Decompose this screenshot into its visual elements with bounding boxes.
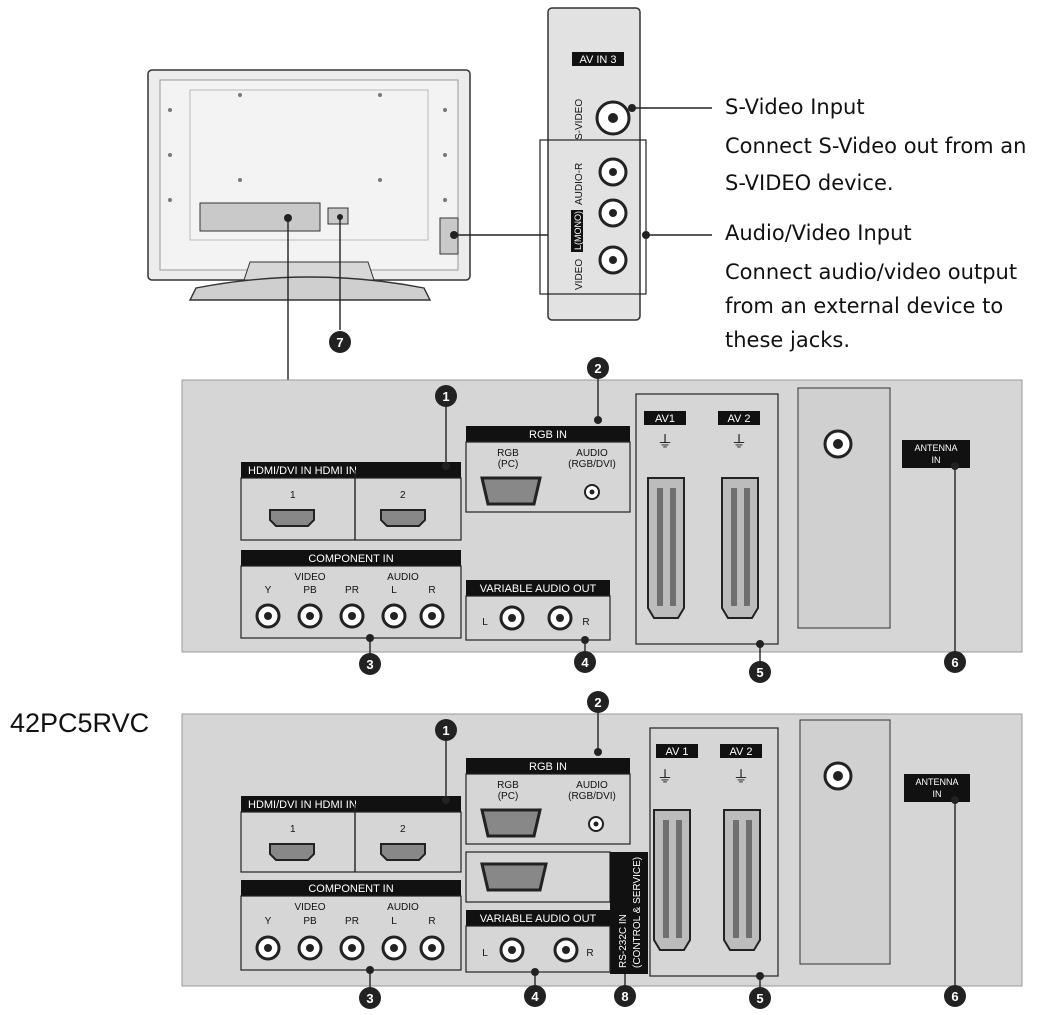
av2-label: AV 2 [727, 413, 750, 425]
callout-number-7: 7 [329, 331, 351, 353]
component-r-label: R [428, 585, 435, 596]
rs232-label-1: RS-232C IN [618, 914, 629, 968]
hdmi-2-label-2: 2 [400, 824, 406, 835]
antenna-label-1: ANTENNA [914, 443, 957, 453]
y-label-2: Y [265, 916, 272, 927]
component-in-label-2: COMPONENT IN [308, 883, 393, 895]
number-3-top: 3 [366, 657, 373, 672]
var-r-label: R [582, 617, 589, 628]
number-2-bottom: 2 [594, 695, 601, 710]
var-l-label: L [482, 617, 488, 628]
audio-r-label: AUDIO-R [574, 163, 585, 205]
antenna-label-2: IN [932, 455, 941, 465]
side-av-panel: AV IN 3 S-VIDEO AUDIO-R L(MONO) VIDEO [539, 7, 647, 321]
pr-label-2: PR [345, 916, 359, 927]
video-label: VIDEO [574, 259, 585, 290]
rear-panel-bottom: HDMI/DVI IN HDMI IN 1 2 RGB IN RGB (PC) … [181, 713, 1023, 987]
antenna-label-2b: IN [933, 789, 942, 799]
number-8-bottom: 8 [621, 989, 628, 1004]
rgb-in-label-2: RGB IN [529, 761, 567, 773]
component-audio-label-2: AUDIO [387, 902, 419, 913]
component-r-label-2: R [428, 916, 435, 927]
av-desc-2: from an external device to [725, 294, 1003, 318]
number-4-bottom: 4 [531, 989, 539, 1004]
component-video-label-2: VIDEO [294, 902, 325, 913]
rgb-pc-label-1: RGB [497, 448, 519, 459]
component-video-label: VIDEO [294, 572, 325, 583]
audio-rgb-label-2: (RGB/DVI) [568, 459, 616, 470]
av1-label-2: AV 1 [665, 746, 688, 758]
rgb-pc-label-1b: RGB [497, 780, 519, 791]
y-label: Y [265, 585, 272, 596]
rgb-pc-label-2b: (PC) [498, 791, 519, 802]
component-l-label: L [391, 585, 397, 596]
var-l-label-2: L [482, 948, 488, 959]
svideo-label: S-VIDEO [574, 99, 585, 140]
av2-label-2: AV 2 [729, 746, 752, 758]
component-l-label-2: L [391, 916, 397, 927]
number-5-bottom: 5 [756, 991, 763, 1006]
av-desc-3: these jacks. [725, 328, 850, 352]
tv-rear-view [147, 69, 471, 301]
svg-text:⏚: ⏚ [733, 768, 749, 786]
number-3-bottom: 3 [366, 991, 373, 1006]
antenna-label-1b: ANTENNA [915, 777, 958, 787]
svideo-title: S-Video Input [725, 95, 865, 119]
rgb-pc-label-2: (PC) [498, 459, 519, 470]
number-5-top: 5 [756, 665, 763, 680]
number-2-top: 2 [594, 361, 601, 376]
model-label: 42PC5RVC [10, 708, 149, 738]
number-6-bottom: 6 [951, 989, 958, 1004]
pb-label-2: PB [303, 916, 317, 927]
av-in-3-label: AV IN 3 [579, 54, 616, 66]
av-title: Audio/Video Input [725, 221, 912, 245]
svideo-desc-1: Connect S-Video out from an [725, 134, 1027, 158]
audio-rgb-label-1: AUDIO [576, 448, 608, 459]
svg-text:⏚: ⏚ [657, 433, 673, 451]
av1-label: AV1 [655, 413, 675, 425]
pb-label: PB [303, 585, 317, 596]
rear-panel-top: HDMI/DVI IN HDMI IN 1 2 RGB IN RGB (PC) … [181, 379, 1023, 653]
pr-label: PR [345, 585, 359, 596]
variable-audio-label-2: VARIABLE AUDIO OUT [480, 913, 597, 925]
audio-rgb-label-2b: (RGB/DVI) [568, 791, 616, 802]
component-in-label: COMPONENT IN [308, 553, 393, 565]
mono-label: L(MONO) [573, 211, 583, 250]
av-desc-1: Connect audio/video output [725, 260, 1017, 284]
audio-rgb-label-1b: AUDIO [576, 780, 608, 791]
number-6-top: 6 [951, 655, 958, 670]
number-1-top: 1 [442, 389, 449, 404]
hdmi-1-label: 1 [290, 490, 296, 501]
hdmi-label-2: HDMI/DVI IN HDMI IN [248, 799, 357, 811]
rs232-label-2: (CONTROL & SERVICE) [632, 857, 643, 968]
component-audio-label: AUDIO [387, 572, 419, 583]
variable-audio-label: VARIABLE AUDIO OUT [480, 583, 597, 595]
svg-text:⏚: ⏚ [731, 433, 747, 451]
number-7: 7 [336, 335, 343, 350]
hdmi-1-label-2: 1 [290, 824, 296, 835]
hdmi-label: HDMI/DVI IN HDMI IN [248, 465, 357, 477]
var-r-label-2: R [586, 948, 593, 959]
hdmi-2-label: 2 [400, 490, 406, 501]
svideo-desc-2: S-VIDEO device. [725, 171, 894, 195]
number-1-bottom: 1 [442, 723, 449, 738]
rgb-in-label: RGB IN [529, 429, 567, 441]
number-4-top: 4 [581, 655, 589, 670]
svg-text:⏚: ⏚ [657, 768, 673, 786]
